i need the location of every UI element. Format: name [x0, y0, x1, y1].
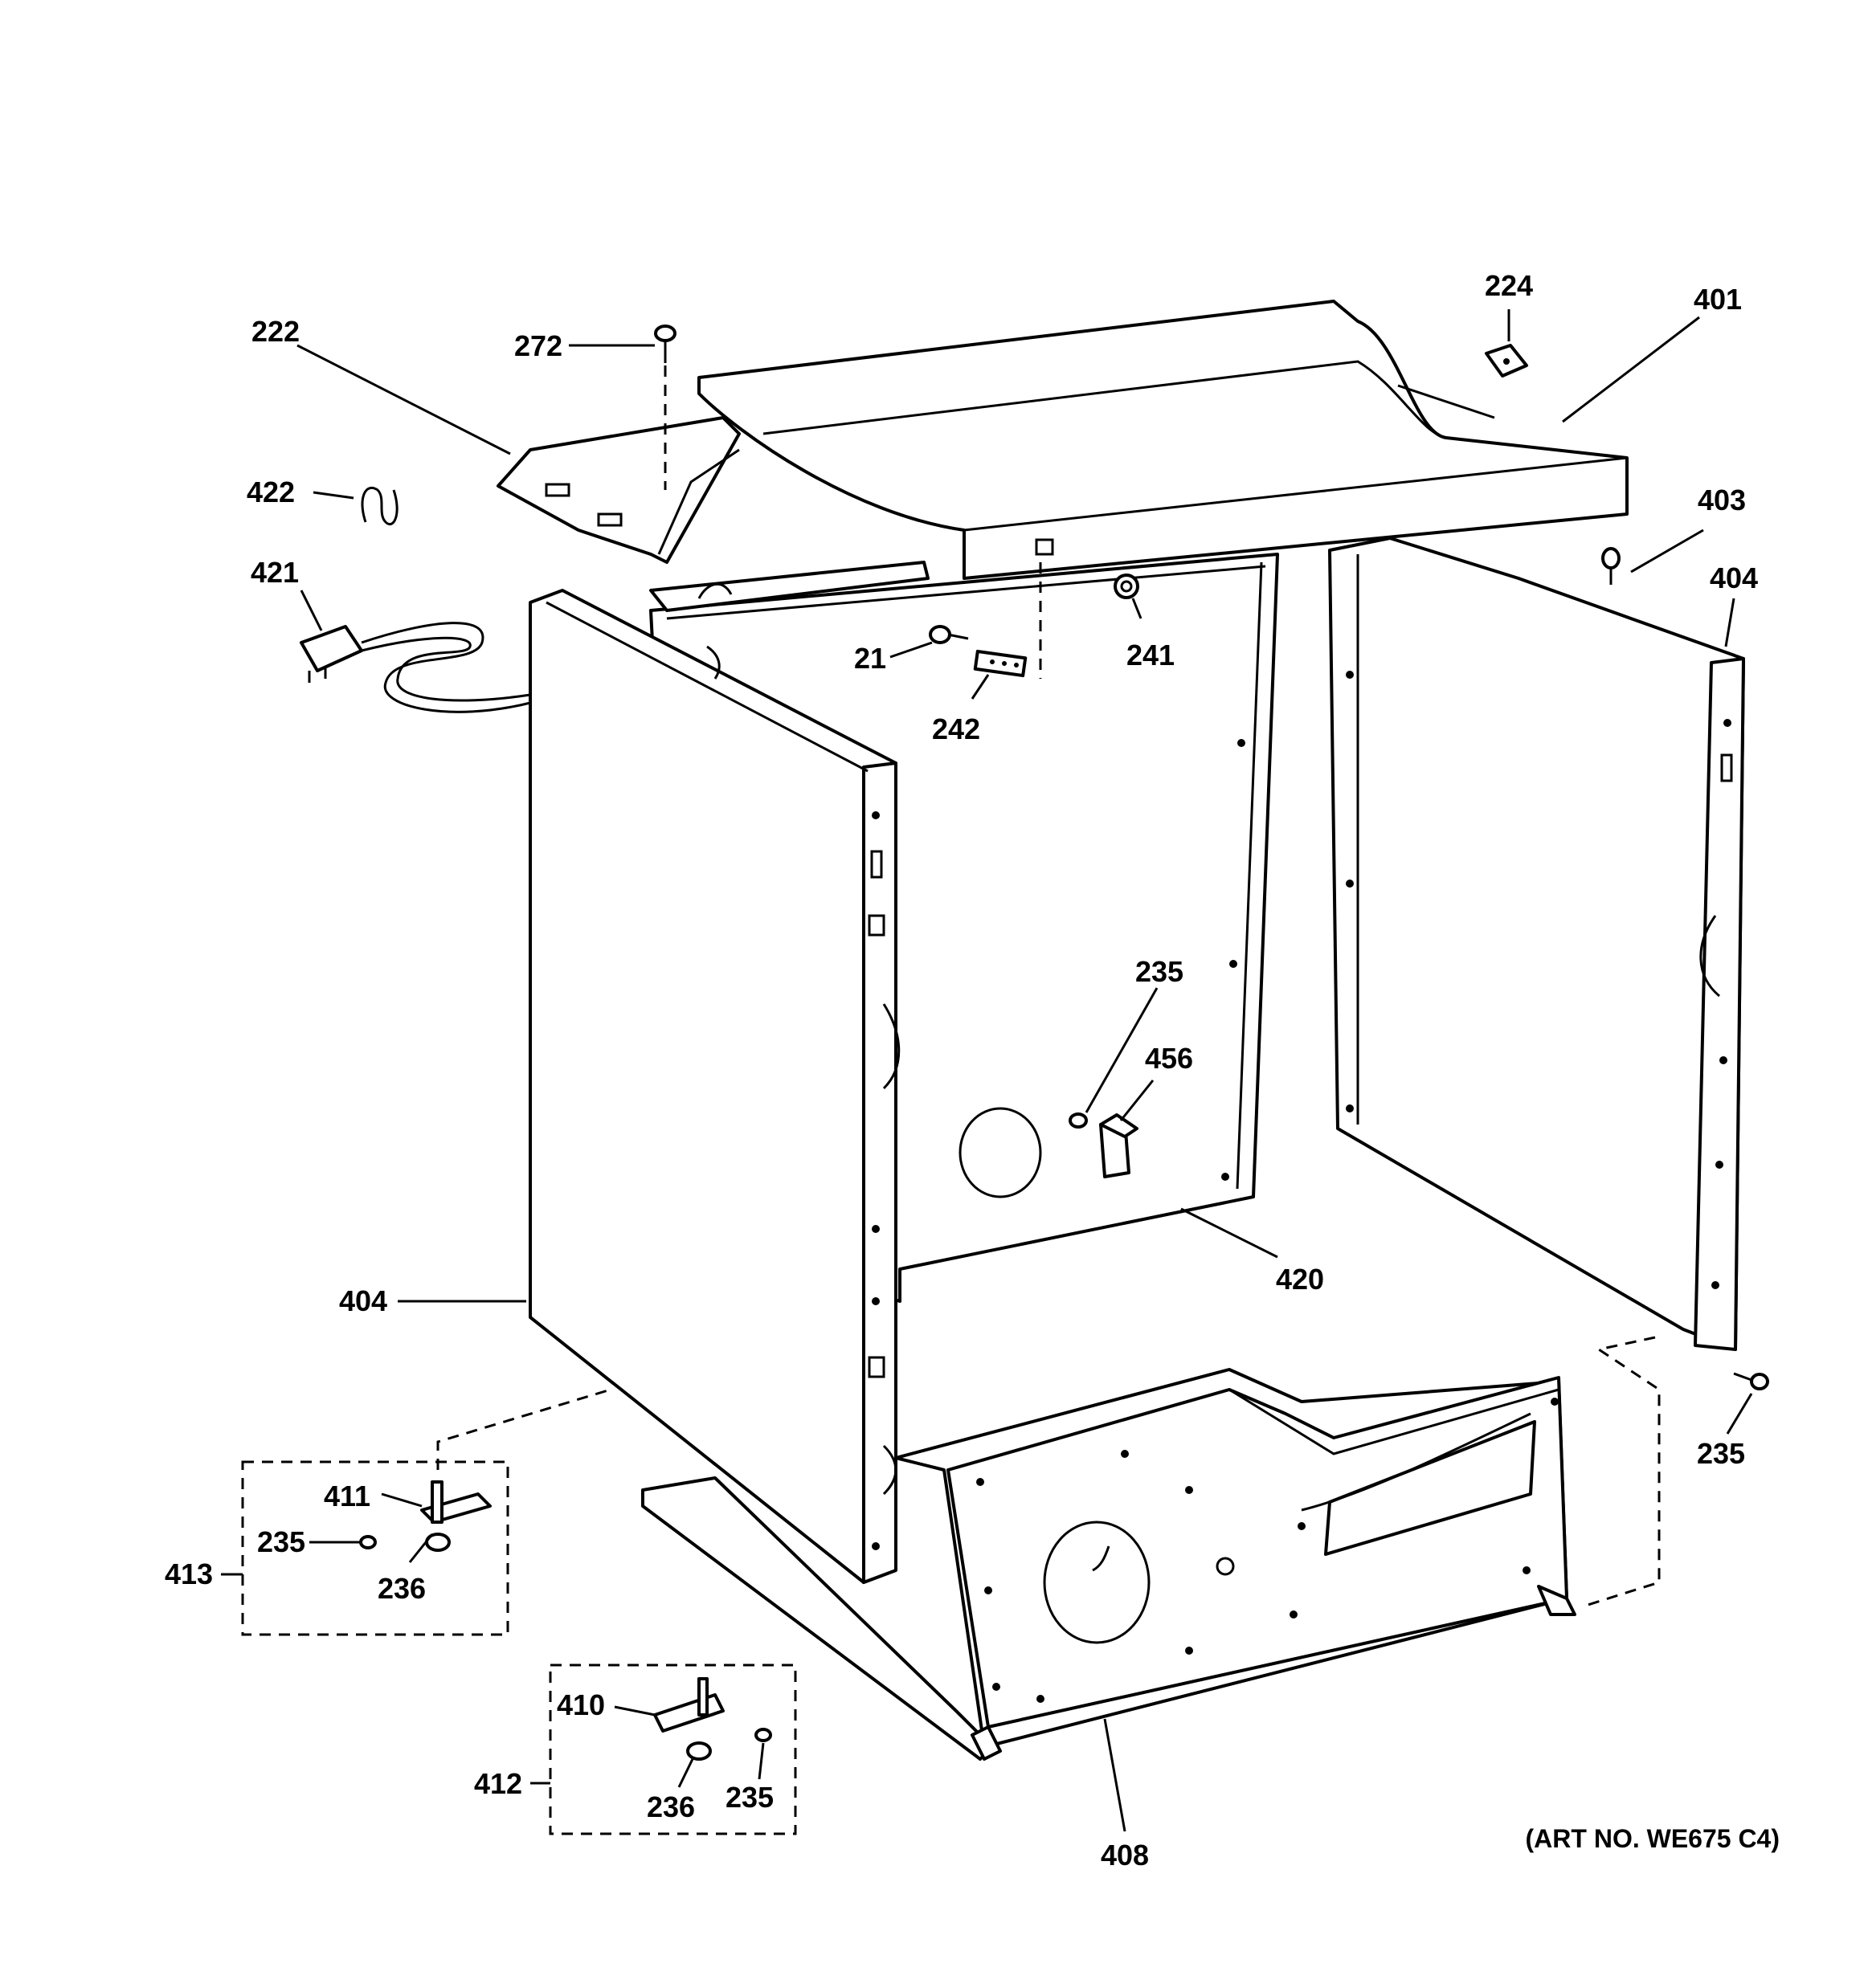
base-frame [641, 1368, 1576, 1761]
label-413: 413 [165, 1557, 213, 1590]
screw-235-kit412 [754, 1728, 772, 1742]
label-403: 403 [1698, 484, 1746, 516]
exhaust-opening [959, 1107, 1042, 1198]
top-panel [697, 300, 1629, 580]
label-236-kit412: 236 [647, 1790, 695, 1823]
screw-235-kit413 [359, 1535, 377, 1549]
label-412: 412 [474, 1767, 522, 1800]
top-panel-tab [1035, 538, 1054, 556]
base-opening [1043, 1521, 1151, 1644]
label-235-center: 235 [1135, 955, 1183, 988]
grommet-241 [1114, 574, 1139, 599]
screw-403 [1601, 547, 1621, 585]
base-foot-pad [971, 1725, 1002, 1761]
kit-412-boundary [549, 1663, 797, 1835]
label-411: 411 [324, 1480, 370, 1512]
label-408: 408 [1101, 1839, 1149, 1872]
label-224: 224 [1485, 269, 1533, 302]
assembly-line-right-leg [1582, 1336, 1661, 1608]
screw-272 [654, 325, 676, 363]
label-404-left: 404 [339, 1284, 387, 1317]
base-foot-pad [1537, 1585, 1576, 1616]
label-272: 272 [514, 329, 562, 362]
power-cord-421 [300, 622, 531, 713]
label-235-right: 235 [1697, 1437, 1745, 1470]
top-bracket [497, 416, 930, 612]
clip-422 [361, 487, 399, 525]
assembly-line-left-leg [436, 1388, 611, 1470]
label-242: 242 [932, 712, 980, 745]
kit-413-boundary [241, 1460, 509, 1636]
leveling-leg-410 [653, 1677, 725, 1761]
bracket-slot [597, 512, 623, 527]
label-456: 456 [1145, 1042, 1193, 1075]
clip-224 [1485, 344, 1528, 378]
right-side-panel [1328, 537, 1745, 1351]
art-number: (ART NO. WE675 C4) [1526, 1824, 1780, 1853]
screw-235-center [1069, 1112, 1088, 1129]
screw-21 [929, 625, 969, 644]
left-side-panel [529, 589, 901, 1584]
label-222: 222 [251, 315, 300, 348]
label-404-right: 404 [1710, 561, 1758, 594]
label-421: 421 [251, 556, 299, 589]
label-420: 420 [1276, 1263, 1324, 1296]
label-422: 422 [247, 476, 295, 508]
leader-lines [221, 309, 1753, 1832]
screw-235-right [1733, 1372, 1769, 1390]
bracket-242 [973, 649, 1028, 678]
label-235-kit413: 235 [257, 1525, 305, 1558]
label-410: 410 [557, 1688, 605, 1721]
label-21: 21 [854, 642, 886, 675]
bracket-slot [545, 483, 570, 497]
label-401: 401 [1694, 283, 1742, 316]
label-241: 241 [1126, 639, 1175, 672]
label-236-kit413: 236 [378, 1572, 426, 1605]
bracket-456 [1099, 1113, 1138, 1178]
leveling-leg-411 [420, 1480, 492, 1552]
label-235-kit412: 235 [726, 1781, 774, 1814]
